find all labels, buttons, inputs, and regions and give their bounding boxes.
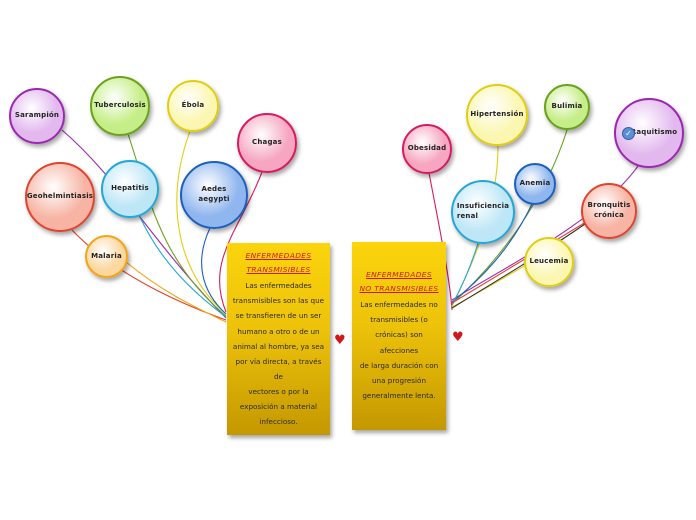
connector-hepatitis [139,216,227,318]
node-label: Insuficiencia renal [456,202,510,220]
node-geohelmintiasis[interactable]: Geohelmintiasis [25,162,95,232]
connector-aedes [201,227,227,315]
node-label: Malaria [91,251,122,260]
connector-malaria [125,261,227,323]
topic-body-line: generalmente lenta. [362,390,436,400]
topic-body-line: infeccioso. [259,417,298,427]
node-label: Hipertensión [470,110,524,119]
node-label: Bulimia [551,102,583,111]
check-icon: ✓ [622,127,635,140]
node-tuberculosis[interactable]: Tuberculosis [90,76,150,136]
node-chagas[interactable]: Chagas [237,113,297,173]
topic-card-no-transmisibles[interactable]: ENFERMEDADES NO TRANSMISIBLES Las enferm… [352,242,446,430]
topic-body-line: transmisibles son las que [232,296,325,306]
heart-icon: ♥ [334,333,346,348]
connector-bronquitis [451,221,587,304]
node-label: Hepatitis [111,184,149,193]
topic-body-line: por vía directa, a través de [235,356,322,381]
topic-body-line: humano a otro o de un [237,326,320,336]
node-label: Aedes aegypti [198,185,230,203]
topic-title-no-transmisibles-1: ENFERMEDADES [366,270,432,279]
connector-leucemia-2 [451,223,586,309]
node-ebola[interactable]: Ébola [167,80,219,132]
node-label: Geohelmintiasis [26,192,94,201]
node-label: Tuberculosis [94,101,146,110]
node-sarampion[interactable]: Sarampión [9,88,65,144]
node-aedes-aegypti[interactable]: Aedes aegypti [180,161,248,229]
node-label: Raquitismo [630,128,678,137]
node-bronquitis-cronica[interactable]: Bronquitis crónica [581,183,637,239]
topic-body-line: Las enfermedades no [360,300,438,310]
connector-insuficiencia [451,242,479,306]
topic-body-line: Las enfermedades [245,281,312,291]
topic-card-transmisibles[interactable]: ENFERMEDADES TRANSMISIBLES Las enfermeda… [227,243,330,435]
topic-title-transmisibles-1: ENFERMEDADES [245,251,312,260]
connector-ebola [176,130,227,315]
node-label: Bronquitis crónica [587,201,631,219]
node-insuficiencia-renal[interactable]: Insuficiencia renal [451,180,515,244]
node-obesidad[interactable]: Obesidad [402,124,452,174]
node-malaria[interactable]: Malaria [85,235,128,278]
node-label: Ébola [181,101,205,110]
node-anemia[interactable]: Anemia [514,163,556,205]
heart-icon: ♥ [452,330,464,345]
topic-body-line: animal al hombre, ya sea [232,341,325,351]
topic-body-line: crónicas) son afecciones [375,330,423,355]
connector-tuberculosis [127,133,227,317]
topic-body-line: de larga duración con [359,360,439,370]
topic-title-no-transmisibles-2: NO TRANSMISIBLES [359,284,439,294]
node-bulimia[interactable]: Bulimia [544,84,590,130]
node-hepatitis[interactable]: Hepatitis [101,160,159,218]
node-label: Anemia [519,179,551,188]
node-label: Sarampión [14,111,60,120]
node-label: Chagas [252,138,282,147]
topic-body-line: se transfieren de un ser [235,311,322,321]
topic-body-line: una progresión [371,375,427,385]
topic-title-transmisibles-2: TRANSMISIBLES [246,265,311,275]
topic-body-line: transmisibles (o [370,315,428,325]
connector-anemia [451,203,533,303]
topic-body-line: vectores o por la [248,387,309,396]
node-hipertension[interactable]: Hipertensión [466,84,528,146]
node-label: Leucemia [529,257,569,266]
topic-body-line: exposición a material [239,402,318,412]
node-leucemia[interactable]: Leucemia [524,237,574,287]
node-label: Obesidad [407,144,447,153]
